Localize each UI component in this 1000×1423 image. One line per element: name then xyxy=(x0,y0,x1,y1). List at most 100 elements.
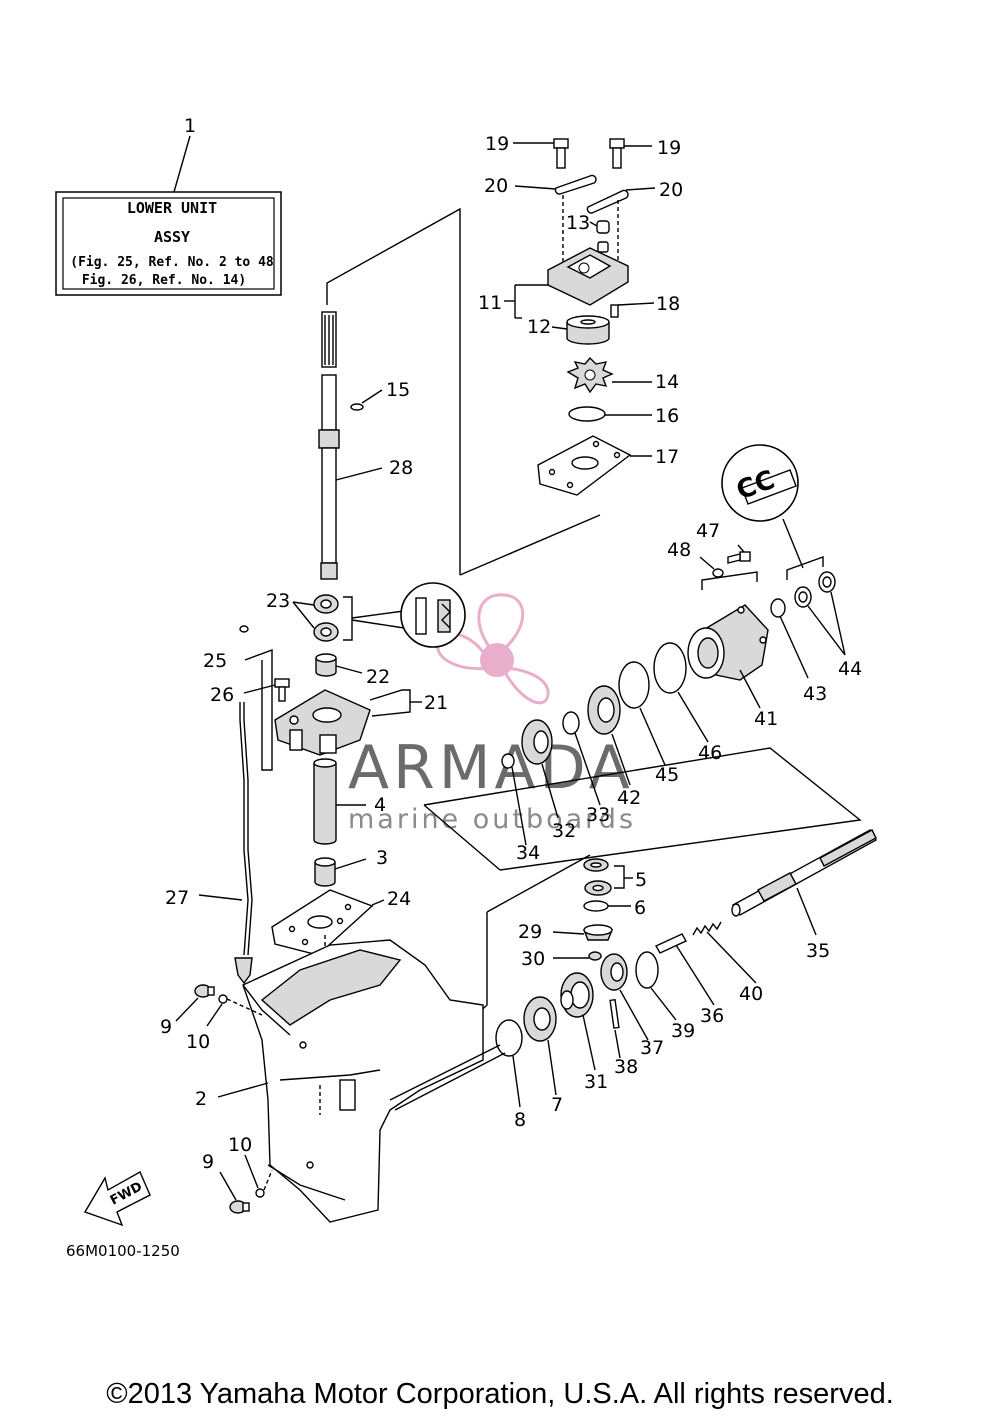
callout-32: 32 xyxy=(552,820,576,842)
o-ring-46 xyxy=(653,642,687,694)
callout-28: 28 xyxy=(389,457,413,479)
drawing-code: 66M0100-1250 xyxy=(66,1242,180,1260)
washer-34 xyxy=(501,753,515,769)
legend-line-2: ASSY xyxy=(154,228,190,246)
callout-17: 17 xyxy=(655,446,679,468)
callout-9a: 9 xyxy=(160,1016,172,1038)
legend-line-1: LOWER UNIT xyxy=(127,199,217,217)
armada-watermark-logo xyxy=(436,593,550,705)
callout-3: 3 xyxy=(376,847,388,869)
bearing-housing-21 xyxy=(274,689,422,756)
callout-30: 30 xyxy=(521,948,545,970)
callout-35: 35 xyxy=(806,940,830,962)
lower-case-2 xyxy=(242,939,506,1223)
impeller-14 xyxy=(566,356,614,394)
bracket-47-48 xyxy=(701,571,758,590)
nut-30 xyxy=(588,951,602,961)
callout-1: 1 xyxy=(184,115,196,137)
callout-21: 21 xyxy=(424,692,448,714)
propeller-shaft-35 xyxy=(731,829,877,917)
callout-15: 15 xyxy=(386,379,410,401)
callout-42: 42 xyxy=(617,787,641,809)
callout-38: 38 xyxy=(614,1056,638,1078)
reverse-gear-32 xyxy=(521,719,553,765)
pinion-29 xyxy=(582,924,614,941)
gasket-10-upper xyxy=(218,994,228,1004)
bearings-23 xyxy=(292,594,405,642)
drain-plug-9-upper xyxy=(194,984,215,998)
callout-47: 47 xyxy=(696,520,720,542)
spacer-43 xyxy=(770,598,786,618)
gasket-10-lower xyxy=(255,1188,265,1198)
callout-19a: 19 xyxy=(485,133,509,155)
callout-7: 7 xyxy=(551,1094,563,1116)
grease-symbol-callout: CC xyxy=(721,444,804,569)
callout-25: 25 xyxy=(203,650,227,672)
callout-11: 11 xyxy=(478,292,502,314)
fwd-arrow-icon: FWD xyxy=(83,1171,151,1227)
callout-14: 14 xyxy=(655,371,679,393)
forward-gear-31 xyxy=(560,972,594,1018)
callout-19b: 19 xyxy=(657,137,681,159)
callout-20a: 20 xyxy=(484,175,508,197)
bolt-19-right xyxy=(609,138,625,169)
callout-2: 2 xyxy=(195,1088,207,1110)
callout-36: 36 xyxy=(700,1005,724,1027)
slider-36 xyxy=(655,933,687,954)
callout-12: 12 xyxy=(527,316,551,338)
dog-clutch-37 xyxy=(600,953,628,991)
callout-27: 27 xyxy=(165,887,189,909)
shim-8 xyxy=(495,1019,523,1057)
tube-4 xyxy=(313,758,337,845)
callout-20b: 20 xyxy=(659,179,683,201)
propeller-bearing-housing-41 xyxy=(687,604,769,681)
seal-13 xyxy=(596,220,610,234)
pin-25 xyxy=(239,625,249,633)
shim-6 xyxy=(583,900,609,912)
callout-41: 41 xyxy=(754,708,778,730)
bushing-22 xyxy=(315,653,337,677)
clip-39 xyxy=(635,951,659,989)
legend-box: 1 LOWER UNIT ASSY (Fig. 25, Ref. No. 2 t… xyxy=(55,115,282,296)
plate-20-right xyxy=(586,189,629,214)
callout-39: 39 xyxy=(671,1020,695,1042)
callout-48: 48 xyxy=(667,539,691,561)
callout-26: 26 xyxy=(210,684,234,706)
callout-31: 31 xyxy=(584,1071,608,1093)
water-pump-group xyxy=(504,138,656,496)
shift-rod-27 xyxy=(234,702,253,985)
bearing-5 xyxy=(583,858,633,896)
shim-33 xyxy=(562,711,580,735)
callout-9b: 9 xyxy=(202,1151,214,1173)
bushings-44 xyxy=(786,556,846,656)
callout-40: 40 xyxy=(739,983,763,1005)
callout-45: 45 xyxy=(655,764,679,786)
key-15 xyxy=(350,403,364,411)
gasket-24 xyxy=(271,889,374,956)
callout-6: 6 xyxy=(634,897,646,919)
watermark-tagline: marine outboards xyxy=(348,804,636,835)
bolt-26 xyxy=(274,678,290,702)
callout-37: 37 xyxy=(640,1037,664,1059)
callout-16: 16 xyxy=(655,405,679,427)
callout-5: 5 xyxy=(635,869,647,891)
o-ring-45 xyxy=(618,661,650,709)
callout-34: 34 xyxy=(516,842,540,864)
insert-cartridge-12 xyxy=(566,315,610,345)
callout-24: 24 xyxy=(387,888,411,910)
drain-plug-9-lower xyxy=(229,1200,250,1214)
callout-13: 13 xyxy=(566,212,590,234)
legend-line-4: Fig. 26, Ref. No. 14) xyxy=(82,273,246,288)
callout-22: 22 xyxy=(366,666,390,688)
callout-8: 8 xyxy=(514,1109,526,1131)
legend-line-3: (Fig. 25, Ref. No. 2 to 48 xyxy=(70,255,274,270)
bushing-3 xyxy=(314,857,336,887)
washer-48 xyxy=(712,568,724,578)
callout-44: 44 xyxy=(838,658,862,680)
drive-shaft-28 xyxy=(318,311,383,580)
callout-10a: 10 xyxy=(186,1031,210,1053)
callout-18: 18 xyxy=(656,293,680,315)
bearing-42 xyxy=(587,685,621,735)
bolt-47 xyxy=(727,551,751,564)
